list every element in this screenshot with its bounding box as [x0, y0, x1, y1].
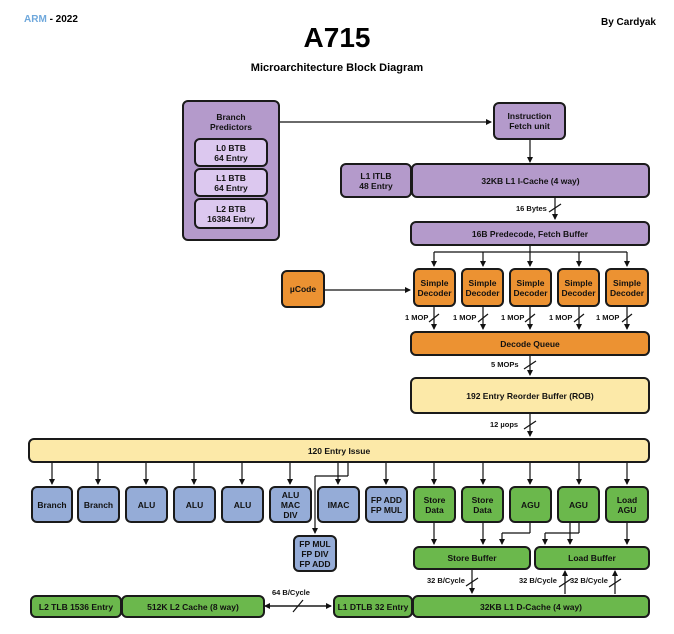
alu-unit-2: ALU	[173, 486, 216, 523]
l2-bandwidth-label: 64 B/Cycle	[272, 588, 310, 597]
imac-unit: IMAC	[317, 486, 360, 523]
l1-icache-block: 32KB L1 I-Cache (4 way)	[411, 163, 650, 198]
branch-unit-2: Branch	[77, 486, 120, 523]
simple-decoder-2: Simple Decoder	[461, 268, 504, 307]
simple-decoder-4: Simple Decoder	[557, 268, 600, 307]
fetch-bandwidth-label: 16 Bytes	[516, 204, 547, 213]
agu-unit-1: AGU	[509, 486, 552, 523]
fp-mul-div-add-unit: FP MUL FP DIV FP ADD	[293, 535, 337, 572]
agu-unit-2: AGU	[557, 486, 600, 523]
l2-tlb-block: L2 TLB 1536 Entry	[30, 595, 122, 618]
load-buffer-block: Load Buffer	[534, 546, 650, 570]
l0-btb-block: L0 BTB 64 Entry	[194, 138, 268, 167]
page-subtitle: Microarchitecture Block Diagram	[250, 62, 424, 74]
mop-label-5: 1 MOP	[596, 313, 620, 322]
store-data-unit-1: Store Data	[413, 486, 456, 523]
l1-btb-block: L1 BTB 64 Entry	[194, 168, 268, 197]
branch-predictors-label: Branch Predictors	[209, 112, 253, 132]
issue-queue-block: 120 Entry Issue	[28, 438, 650, 463]
mop-label-2: 1 MOP	[453, 313, 477, 322]
l1-dcache-block: 32KB L1 D-Cache (4 way)	[412, 595, 650, 618]
store-data-unit-2: Store Data	[461, 486, 504, 523]
l2-cache-block: 512K L2 Cache (8 way)	[121, 595, 265, 618]
author-label: By Cardyak	[600, 17, 656, 28]
fp-add-mul-unit: FP ADD FP MUL	[365, 486, 408, 523]
alu-mac-div-unit: ALU MAC DIV	[269, 486, 312, 523]
mop-label-1: 1 MOP	[405, 313, 429, 322]
org-label: ARM	[24, 14, 47, 25]
reorder-buffer-block: 192 Entry Reorder Buffer (ROB)	[410, 377, 650, 414]
ucode-block: µCode	[281, 270, 325, 308]
mop-label-3: 1 MOP	[501, 313, 525, 322]
simple-decoder-1: Simple Decoder	[413, 268, 456, 307]
alu-unit-3: ALU	[221, 486, 264, 523]
l2-btb-block: L2 BTB 16384 Entry	[194, 198, 268, 229]
predecode-fetch-buffer: 16B Predecode, Fetch Buffer	[410, 221, 650, 246]
load-agu-unit: Load AGU	[605, 486, 649, 523]
load-bandwidth-label-1: 32 B/Cycle	[519, 576, 557, 585]
l1-dtlb-block: L1 DTLB 32 Entry	[333, 595, 413, 618]
mops-label: 5 MOPs	[491, 360, 519, 369]
instruction-fetch-unit: Instruction Fetch unit	[493, 102, 566, 140]
load-bandwidth-label-2: 32 B/Cycle	[570, 576, 608, 585]
l1-itlb-block: L1 ITLB 48 Entry	[340, 163, 412, 198]
header-org-year: ARM - 2022	[24, 14, 78, 25]
mop-label-4: 1 MOP	[549, 313, 573, 322]
simple-decoder-5: Simple Decoder	[605, 268, 649, 307]
alu-unit-1: ALU	[125, 486, 168, 523]
branch-unit-1: Branch	[31, 486, 73, 523]
simple-decoder-3: Simple Decoder	[509, 268, 552, 307]
year-label: - 2022	[49, 14, 78, 25]
page-title: A715	[303, 22, 371, 53]
store-buffer-block: Store Buffer	[413, 546, 531, 570]
uops-label: 12 µops	[490, 420, 519, 429]
store-bandwidth-label: 32 B/Cycle	[427, 576, 465, 585]
decode-queue-block: Decode Queue	[410, 331, 650, 356]
